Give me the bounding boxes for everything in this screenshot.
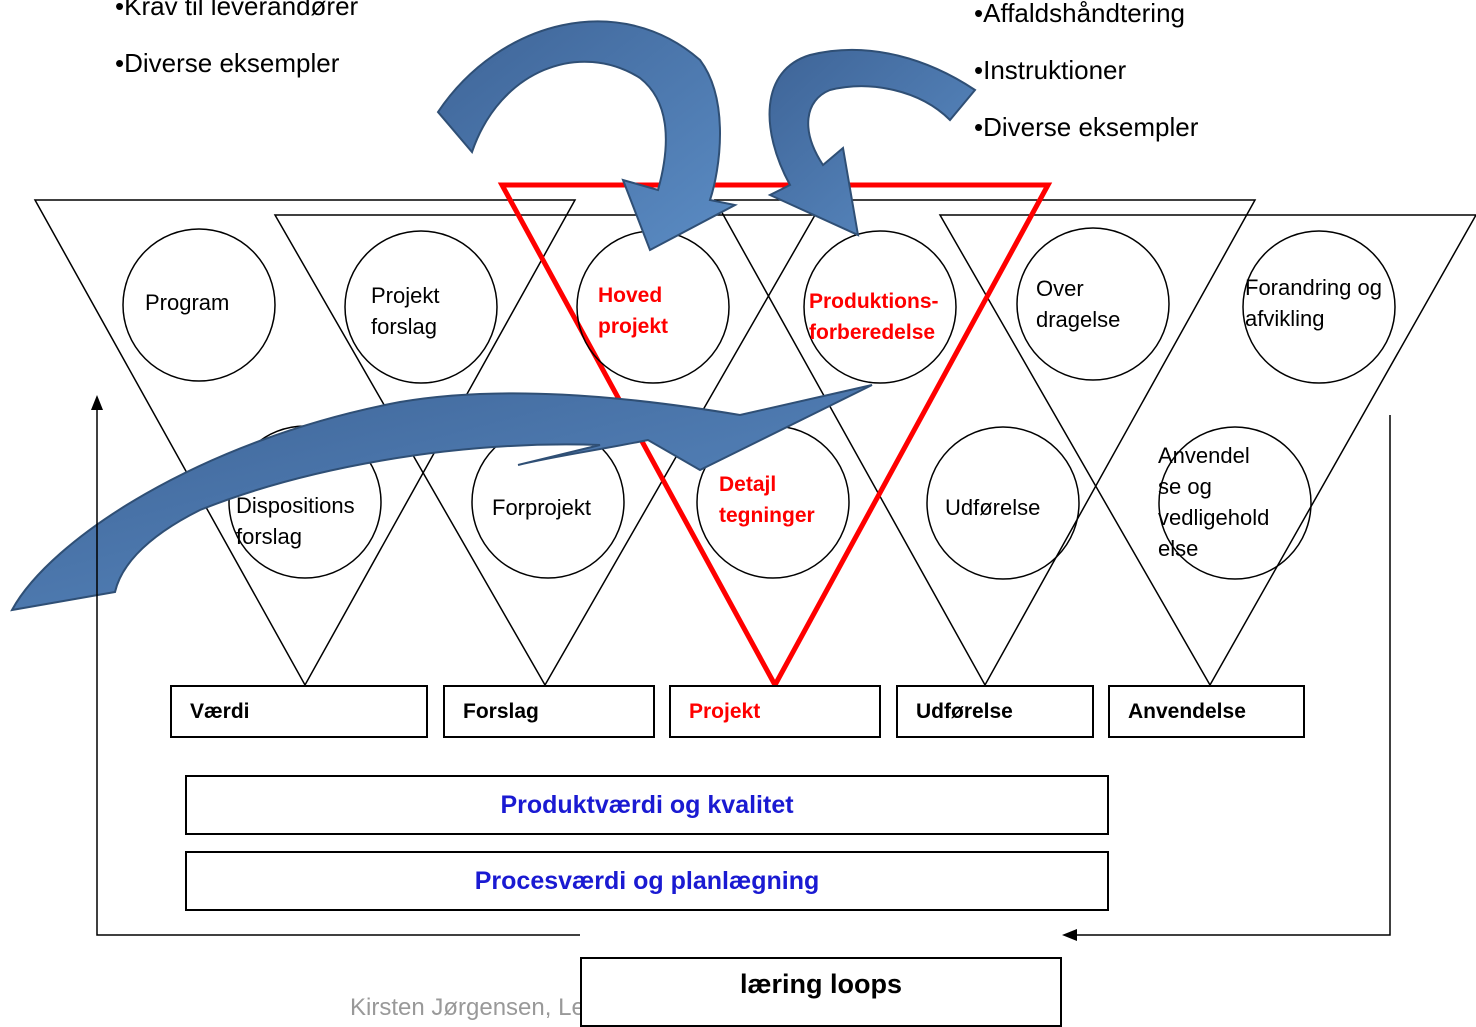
phase-label: Projekt <box>689 699 761 723</box>
phase-label: Anvendelse <box>1128 699 1246 723</box>
label-line: Forprojekt <box>492 495 592 520</box>
label-line: Hoved <box>598 284 663 307</box>
curved-arrow-to-hoved-projekt <box>436 20 738 252</box>
loop-arrowhead-left <box>1062 929 1077 941</box>
label-line: forslag <box>236 524 303 549</box>
label-line: Projekt <box>371 283 440 308</box>
circle-projekt-forslag <box>344 230 498 384</box>
circle-label-forandring: Forandring og afvikling <box>1245 272 1382 334</box>
loop-line-right <box>1072 415 1391 936</box>
label-line: Dispositions <box>236 493 355 518</box>
phase-label: Værdi <box>190 699 250 723</box>
label-line: Over <box>1036 276 1084 301</box>
bullet-item: Diverse eksempler <box>974 112 1198 169</box>
triangle-projekt-black <box>713 199 1257 687</box>
circle-label-detajl-tegninger: Detajl tegninger <box>719 469 815 531</box>
bar-produktvaerdi: Produktværdi og kvalitet <box>185 775 1109 835</box>
label-line: dragelse <box>1036 307 1121 332</box>
bullet-item: Affaldshåndtering <box>974 0 1198 55</box>
triangle-udfoerelse <box>938 214 1476 687</box>
label-line: Udførelse <box>945 495 1041 520</box>
circle-label-dispositions-forslag: Dispositions forslag <box>236 490 355 552</box>
bullet-item: Instruktioner <box>974 55 1198 112</box>
label-line: tegninger <box>719 504 815 527</box>
phase-box-anvendelse: Anvendelse <box>1108 685 1305 738</box>
label-line: vedligehold <box>1158 505 1270 530</box>
circle-label-program: Program <box>145 287 229 318</box>
loop-arrowhead-up <box>91 395 103 410</box>
laering-loops-box: læring loops <box>580 957 1062 1027</box>
phase-box-forslag: Forslag <box>443 685 655 738</box>
label-line: Detajl <box>719 473 777 496</box>
circle-program <box>122 228 276 382</box>
circle-label-over-dragelse: Over dragelse <box>1036 273 1120 335</box>
bar-label: Produktværdi og kvalitet <box>500 790 794 819</box>
label-line: projekt <box>598 315 669 338</box>
phase-box-projekt: Projekt <box>669 685 881 738</box>
label-line: Produktions- <box>809 290 939 313</box>
left-bullet-list: Krav til leverandører Diverse eksempler <box>115 0 358 105</box>
loop-label: læring loops <box>740 968 902 999</box>
phase-box-udfoerelse: Udførelse <box>896 685 1094 738</box>
phase-label: Udførelse <box>916 699 1013 723</box>
bar-label: Procesværdi og planlægning <box>474 866 820 895</box>
label-line: afvikling <box>1245 306 1325 331</box>
label-line: forslag <box>371 314 438 339</box>
label-line: Anvendel <box>1158 443 1250 468</box>
curved-arrow-feedback <box>10 384 873 612</box>
label-line: forberedelse <box>809 321 936 344</box>
circle-label-anvendelse: Anvendel se og vedligehold else <box>1158 440 1269 564</box>
label-line: Program <box>145 290 230 315</box>
circle-udfoerelse <box>926 426 1080 580</box>
bullet-item: Krav til leverandører <box>115 0 358 48</box>
circle-label-produktions-forberedelse: Produktions- forberedelse <box>809 286 939 348</box>
curved-arrow-to-produktion <box>767 48 977 237</box>
circle-over-dragelse <box>1016 227 1170 381</box>
circle-label-forprojekt: Forprojekt <box>492 492 591 523</box>
circle-anvendelse <box>1158 426 1312 580</box>
circle-forandring <box>1242 230 1396 384</box>
circle-label-hoved-projekt: Hoved projekt <box>598 280 668 342</box>
circle-label-projekt-forslag: Projekt forslag <box>371 280 439 342</box>
phase-box-vaerdi: Værdi <box>170 685 428 738</box>
label-line: Forandring og <box>1245 275 1382 300</box>
right-bullet-list: Affaldshåndtering Instruktioner Diverse … <box>974 0 1198 169</box>
label-line: se og <box>1158 474 1212 499</box>
loop-line-left <box>96 405 580 936</box>
bar-procesvaerdi: Procesværdi og planlægning <box>185 851 1109 911</box>
phase-label: Forslag <box>463 699 539 723</box>
label-line: else <box>1158 536 1199 561</box>
bullet-item: Diverse eksempler <box>115 48 358 105</box>
circle-produktions-forberedelse <box>803 230 957 384</box>
circle-label-udfoerelse: Udførelse <box>945 492 1040 523</box>
